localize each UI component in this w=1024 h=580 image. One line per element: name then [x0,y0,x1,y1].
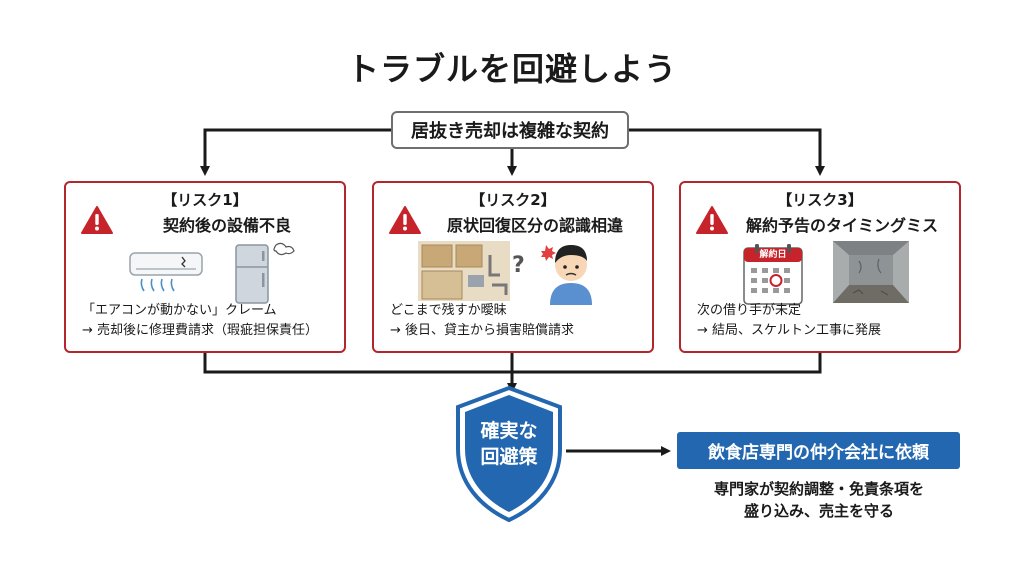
risk-description-line2: → 売却後に修理費請求（瑕疵担保責任） [82,323,319,338]
refrigerator-icon [235,242,295,304]
risk-title: 解約予告のタイミングミス [745,216,938,235]
confused-person-icon [541,245,592,305]
risk-card-3: 【リスク3】 解約予告のタイミングミス 解約日 [679,181,961,353]
risk-label: 【リスク3】 [777,191,863,209]
risk-description-line2: → 後日、貸主から損害賠償請求 [390,323,575,338]
warning-icon [696,206,728,234]
risk-description: どこまで残すか曖昧 → 後日、貸主から損害賠償請求 [390,301,644,341]
calendar-icon: 解約日 [743,243,803,305]
solution-title: 飲食店専門の仲介会社に依頼 [708,443,929,463]
root-node-label: 居抜き売却は複雑な契約 [411,121,609,142]
root-node: 居抜き売却は複雑な契約 [391,111,629,149]
risk-description-line1: 次の借り手が未定 [697,303,802,318]
shield-label-line2: 回避策 [480,446,538,468]
risk-title: 契約後の設備不良 [162,216,291,235]
page-title: トラブルを回避しよう [346,50,677,88]
question-mark-icon: ? [512,253,525,278]
solution-description-line2: 盛り込み、売主を守る [743,502,894,520]
calendar-graphic [743,244,803,305]
warning-icon [81,206,113,234]
shield-icon [456,385,562,523]
solution-node: 飲食店専門の仲介会社に依頼 [677,432,960,469]
solution-description: 専門家が契約調整・免責条項を 盛り込み、売主を守る [660,478,978,522]
risk-description-line1: 「エアコンが動かない」クレーム [82,303,277,318]
warning-icon [389,206,421,234]
risk-label: 【リスク2】 [470,191,556,209]
risk-card-2: 【リスク2】 原状回復区分の認識相違 ? どこまで残すか曖昧 [372,181,654,353]
risk-label: 【リスク1】 [162,191,248,209]
calendar-label: 解約日 [759,250,787,260]
solution-description-line1: 専門家が契約調整・免責条項を [713,480,924,498]
risk-description-line1: どこまで残すか曖昧 [390,303,507,318]
risk-title: 原状回復区分の認識相違 [446,216,623,235]
risk-card-1: 【リスク1】 契約後の設備不良 「エアコンが動かない」クレーム → 売却後に修理… [64,181,346,353]
risk-description: 「エアコンが動かない」クレーム → 売却後に修理費請求（瑕疵担保責任） [82,301,336,341]
shield-label-line1: 確実な [480,420,538,442]
empty-room-icon [833,241,909,303]
kitchen-icon [418,241,510,301]
risk-description: 次の借り手が未定 → 結局、スケルトン工事に発展 [697,301,951,341]
connector-root-right [629,128,825,176]
shield-label: 確実な 回避策 [453,418,565,470]
connector-root-left [200,128,391,176]
air-conditioner-icon [129,252,203,292]
risk-description-line2: → 結局、スケルトン工事に発展 [697,323,882,338]
